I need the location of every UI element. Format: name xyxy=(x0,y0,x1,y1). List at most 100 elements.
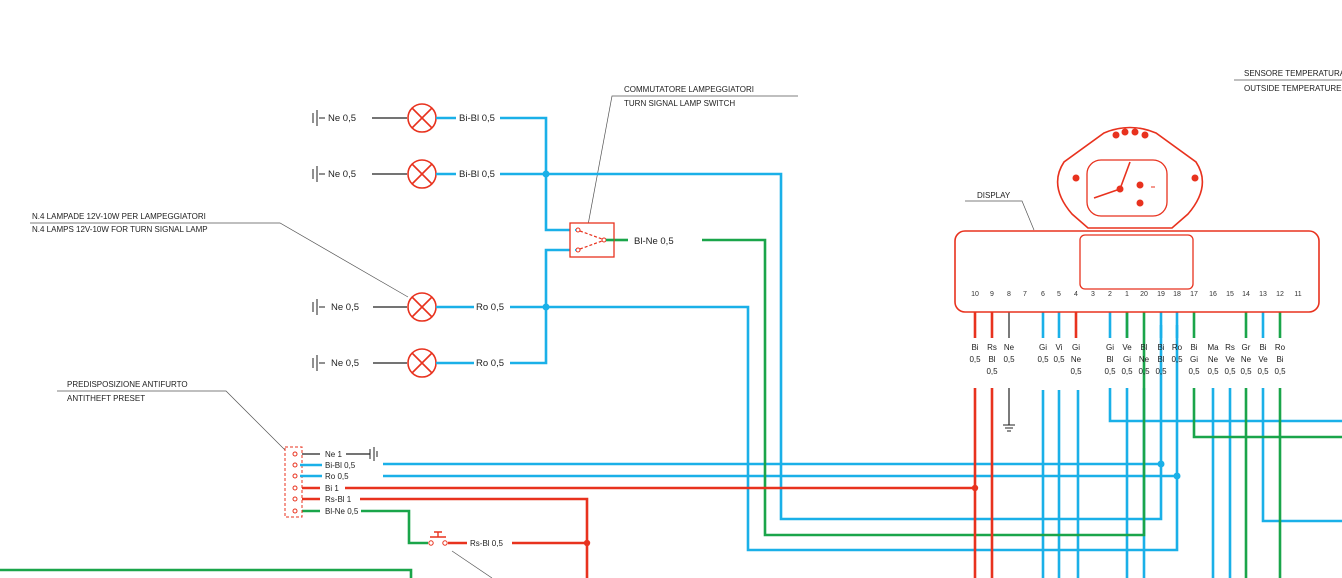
display-pin-wire-code: Gi xyxy=(1072,343,1080,352)
display-pin-wire-code: 0,5 xyxy=(1188,367,1200,376)
antitheft-wire-label: Rs-Bl 1 xyxy=(325,495,352,504)
switch-wire-label: Bl-Ne 0,5 xyxy=(634,236,674,247)
display-pin-wire-code: 0,5 xyxy=(1274,367,1286,376)
callout-antitheft-en: ANTITHEFT PRESET xyxy=(67,394,145,403)
display-pin-wire-code: Ve xyxy=(1122,343,1132,352)
display-pin-wire-code: 0,5 xyxy=(1257,367,1269,376)
black-wires xyxy=(300,292,1026,455)
lamp-1: Ne 0,5 Bi-Bl 0,5 xyxy=(312,103,495,133)
callout-display: DISPLAY xyxy=(965,191,1035,231)
display-pin-wire-code: 0,5 xyxy=(1121,367,1133,376)
display-pin-number: 13 xyxy=(1259,291,1267,298)
display-pin-wire-code: Bl xyxy=(988,355,995,364)
turn-signal-switch xyxy=(569,222,615,258)
lamp-icon xyxy=(407,103,437,133)
callout-antitheft-it: PREDISPOSIZIONE ANTIFURTO xyxy=(67,380,188,389)
display-pin-number: 19 xyxy=(1157,291,1165,298)
display-pin-wire-code: 0,5 xyxy=(1138,367,1150,376)
display-pin-number: 1 xyxy=(1125,291,1129,298)
callout-lamps: N.4 LAMPADE 12V-10W PER LAMPEGGIATORI N.… xyxy=(30,212,409,298)
ground-icon xyxy=(1003,424,1015,432)
display-pin-wire-code: Ne xyxy=(1004,343,1015,352)
ground-icon xyxy=(312,355,325,371)
display-pin-number: 9 xyxy=(990,291,994,298)
display-pin-wire-code: Bl xyxy=(1157,355,1164,364)
display-pin-number: 11 xyxy=(1294,291,1301,298)
red-junctions xyxy=(583,484,979,547)
display-pin-number: 20 xyxy=(1140,291,1148,298)
callout-antitheft: PREDISPOSIZIONE ANTIFURTO ANTITHEFT PRES… xyxy=(57,380,286,451)
lamp-ground-label: Ne 0,5 xyxy=(328,169,356,180)
lamp-icon xyxy=(407,159,437,189)
display-pin-wire-code: Rs xyxy=(1225,343,1235,352)
display-pin-wire-code: Ne xyxy=(1241,355,1252,364)
display-pin-wire-code: Bi xyxy=(1276,355,1283,364)
lamp-wire-label: Bi-Bl 0,5 xyxy=(459,169,495,180)
display-pin-wire-code: 0,5 xyxy=(1003,355,1015,364)
ground-icon xyxy=(369,447,378,461)
display-pin-wire-code: 0,5 xyxy=(1037,355,1049,364)
display-pin-wire-code: Bi xyxy=(971,343,978,352)
display-pin-number: 8 xyxy=(1007,291,1011,298)
display-pin-wire-code: Ve xyxy=(1225,355,1235,364)
display-pin-number: 4 xyxy=(1074,291,1078,298)
push-button-wire-label: Rs-Bl 0,5 xyxy=(470,539,503,548)
lamp-wire-label: Ro 0,5 xyxy=(476,302,504,313)
antitheft-wire-label: Ro 0,5 xyxy=(325,472,349,481)
callout-sensor: SENSORE TEMPERATURA OUTSIDE TEMPERATURE … xyxy=(1234,69,1342,93)
display-pin-wire-code: 0,5 xyxy=(986,367,998,376)
display-pin-number: 6 xyxy=(1041,291,1045,298)
display-pin-wire-code: Ne xyxy=(1208,355,1219,364)
lamp-icon xyxy=(407,292,437,322)
display-pin-wire-code: Rs xyxy=(987,343,997,352)
lamp-wire-label: Ro 0,5 xyxy=(476,358,504,369)
display-pin-wire-code: Bi xyxy=(1190,343,1197,352)
display-pin-wire-code: 0,5 xyxy=(1240,367,1252,376)
display-pin-wire-code: Gi xyxy=(1123,355,1131,364)
lamp-ground-label: Ne 0,5 xyxy=(331,302,359,313)
antitheft-wire-label: Ne 1 xyxy=(325,450,342,459)
display-pin-wire-code: Ma xyxy=(1207,343,1219,352)
display-pin-number: 18 xyxy=(1173,291,1181,298)
lamp-2: Ne 0,5 Bi-Bl 0,5 xyxy=(312,159,495,189)
display-pin-wire-code: 0,5 xyxy=(1070,367,1082,376)
display-pin-wire-code: 0,5 xyxy=(1224,367,1236,376)
callout-display-label: DISPLAY xyxy=(977,191,1011,200)
display-pin-wire-code: 0,5 xyxy=(1155,367,1167,376)
display-pin-number: 17 xyxy=(1190,291,1198,298)
display-pin-wire-code: Bl xyxy=(1106,355,1113,364)
callout-sensor-en: OUTSIDE TEMPERATURE S xyxy=(1244,84,1342,93)
display-pin-number: 12 xyxy=(1276,291,1284,298)
display-pin-wire-code: Gi xyxy=(1190,355,1198,364)
lamp-wire-label: Bi-Bl 0,5 xyxy=(459,113,495,124)
green-wires xyxy=(0,238,1342,578)
display-pin-wire-code: Ro xyxy=(1172,343,1183,352)
display-pin-wire-code: Bi xyxy=(1259,343,1266,352)
display-pin-wire-code: Bl xyxy=(1140,343,1147,352)
red-wires xyxy=(300,292,1078,578)
blue-junctions xyxy=(542,170,1181,480)
lamp-ground-label: Ne 0,5 xyxy=(328,113,356,124)
display-pin-wire-code: Gi xyxy=(1039,343,1047,352)
display-pin-wire-code: Gr xyxy=(1242,343,1251,352)
ground-icon xyxy=(312,110,325,126)
callout-switch-it: COMMUTATORE LAMPEGGIATORI xyxy=(624,85,754,94)
display-pin-wire-code: Ro xyxy=(1275,343,1286,352)
lamp-icon xyxy=(407,348,437,378)
display-pin-wire-code: Ne xyxy=(1071,355,1082,364)
display-pin-wire-code: Vi xyxy=(1056,343,1063,352)
lamp-4: Ne 0,5 Ro 0,5 xyxy=(312,348,504,378)
antitheft-labels: Ne 1 Bi-Bl 0,5 Ro 0,5 Bi 1 Rs-Bl 1 Bl-Ne… xyxy=(325,450,359,516)
push-button-switch xyxy=(428,531,493,578)
lamp-ground-label: Ne 0,5 xyxy=(331,358,359,369)
display-pin-wire-code: Ve xyxy=(1258,355,1268,364)
callout-switch-en: TURN SIGNAL LAMP SWITCH xyxy=(624,99,735,108)
display-pin-number: 7 xyxy=(1023,291,1027,298)
ground-icon xyxy=(312,166,325,182)
ground-icon xyxy=(312,299,325,315)
antitheft-wire-label: Bi-Bl 0,5 xyxy=(325,461,356,470)
display-pin-wire-code: 0,5 xyxy=(1207,367,1219,376)
display-pin-wire-code: Gi xyxy=(1106,343,1114,352)
